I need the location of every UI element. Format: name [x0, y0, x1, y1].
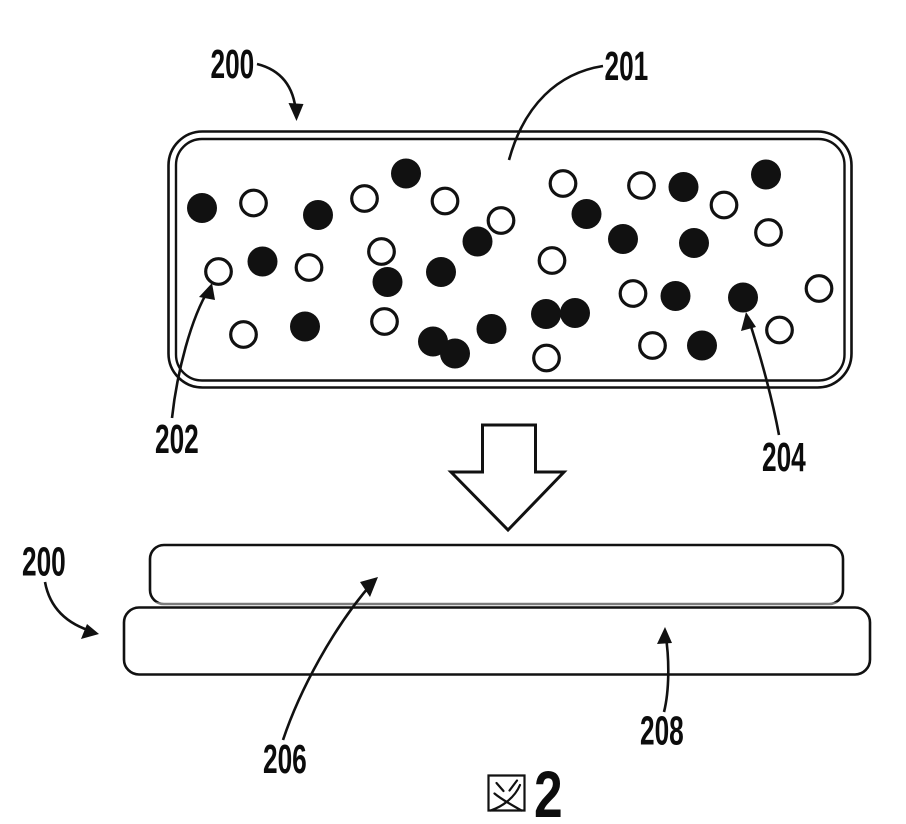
svg-text:200: 200: [211, 42, 255, 87]
svg-text:201: 201: [605, 44, 649, 89]
svg-text:206: 206: [263, 737, 307, 782]
svg-text:208: 208: [640, 709, 684, 754]
svg-text:202: 202: [155, 417, 199, 462]
svg-text:2: 2: [534, 757, 563, 824]
svg-text:200: 200: [22, 540, 66, 585]
svg-text:204: 204: [762, 435, 806, 480]
